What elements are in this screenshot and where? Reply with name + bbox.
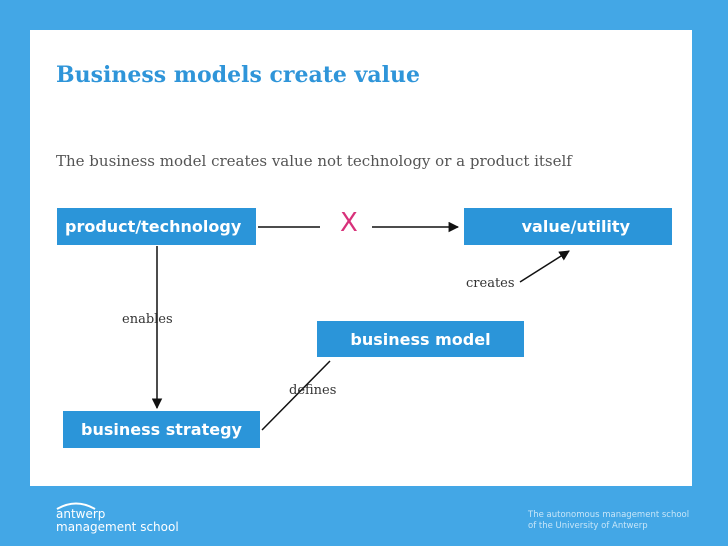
slide-frame-right [692, 0, 728, 546]
slide-title: Business models create value [56, 62, 420, 88]
logo-text-line2: management school [56, 520, 179, 534]
logo-arc-icon [56, 502, 96, 510]
slide-subtitle: The business model creates value not tec… [56, 152, 572, 170]
edge-defines [261, 360, 331, 431]
edge-creates [519, 250, 570, 283]
slide-frame-left [0, 0, 30, 546]
tagline-line2: of the University of Antwerp [528, 521, 648, 531]
slide-frame-bottom [0, 486, 728, 546]
blocked-x-mark: X [340, 208, 358, 238]
node-product-technology: product/technology [57, 208, 256, 245]
node-value-utility: value/utility [464, 208, 672, 245]
node-business-model: business model [317, 321, 524, 357]
footer-tagline: The autonomous management school of the … [528, 510, 698, 532]
tagline-line1: The autonomous management school [528, 510, 690, 520]
slide-canvas [30, 30, 692, 486]
logo-text-line1: antwerp [56, 507, 106, 521]
edge-label-defines: defines [289, 383, 337, 398]
edge-label-enables: enables [122, 312, 173, 327]
slide-frame-top [0, 0, 728, 30]
node-business-strategy: business strategy [63, 411, 260, 448]
edge-label-creates: creates [466, 276, 515, 291]
